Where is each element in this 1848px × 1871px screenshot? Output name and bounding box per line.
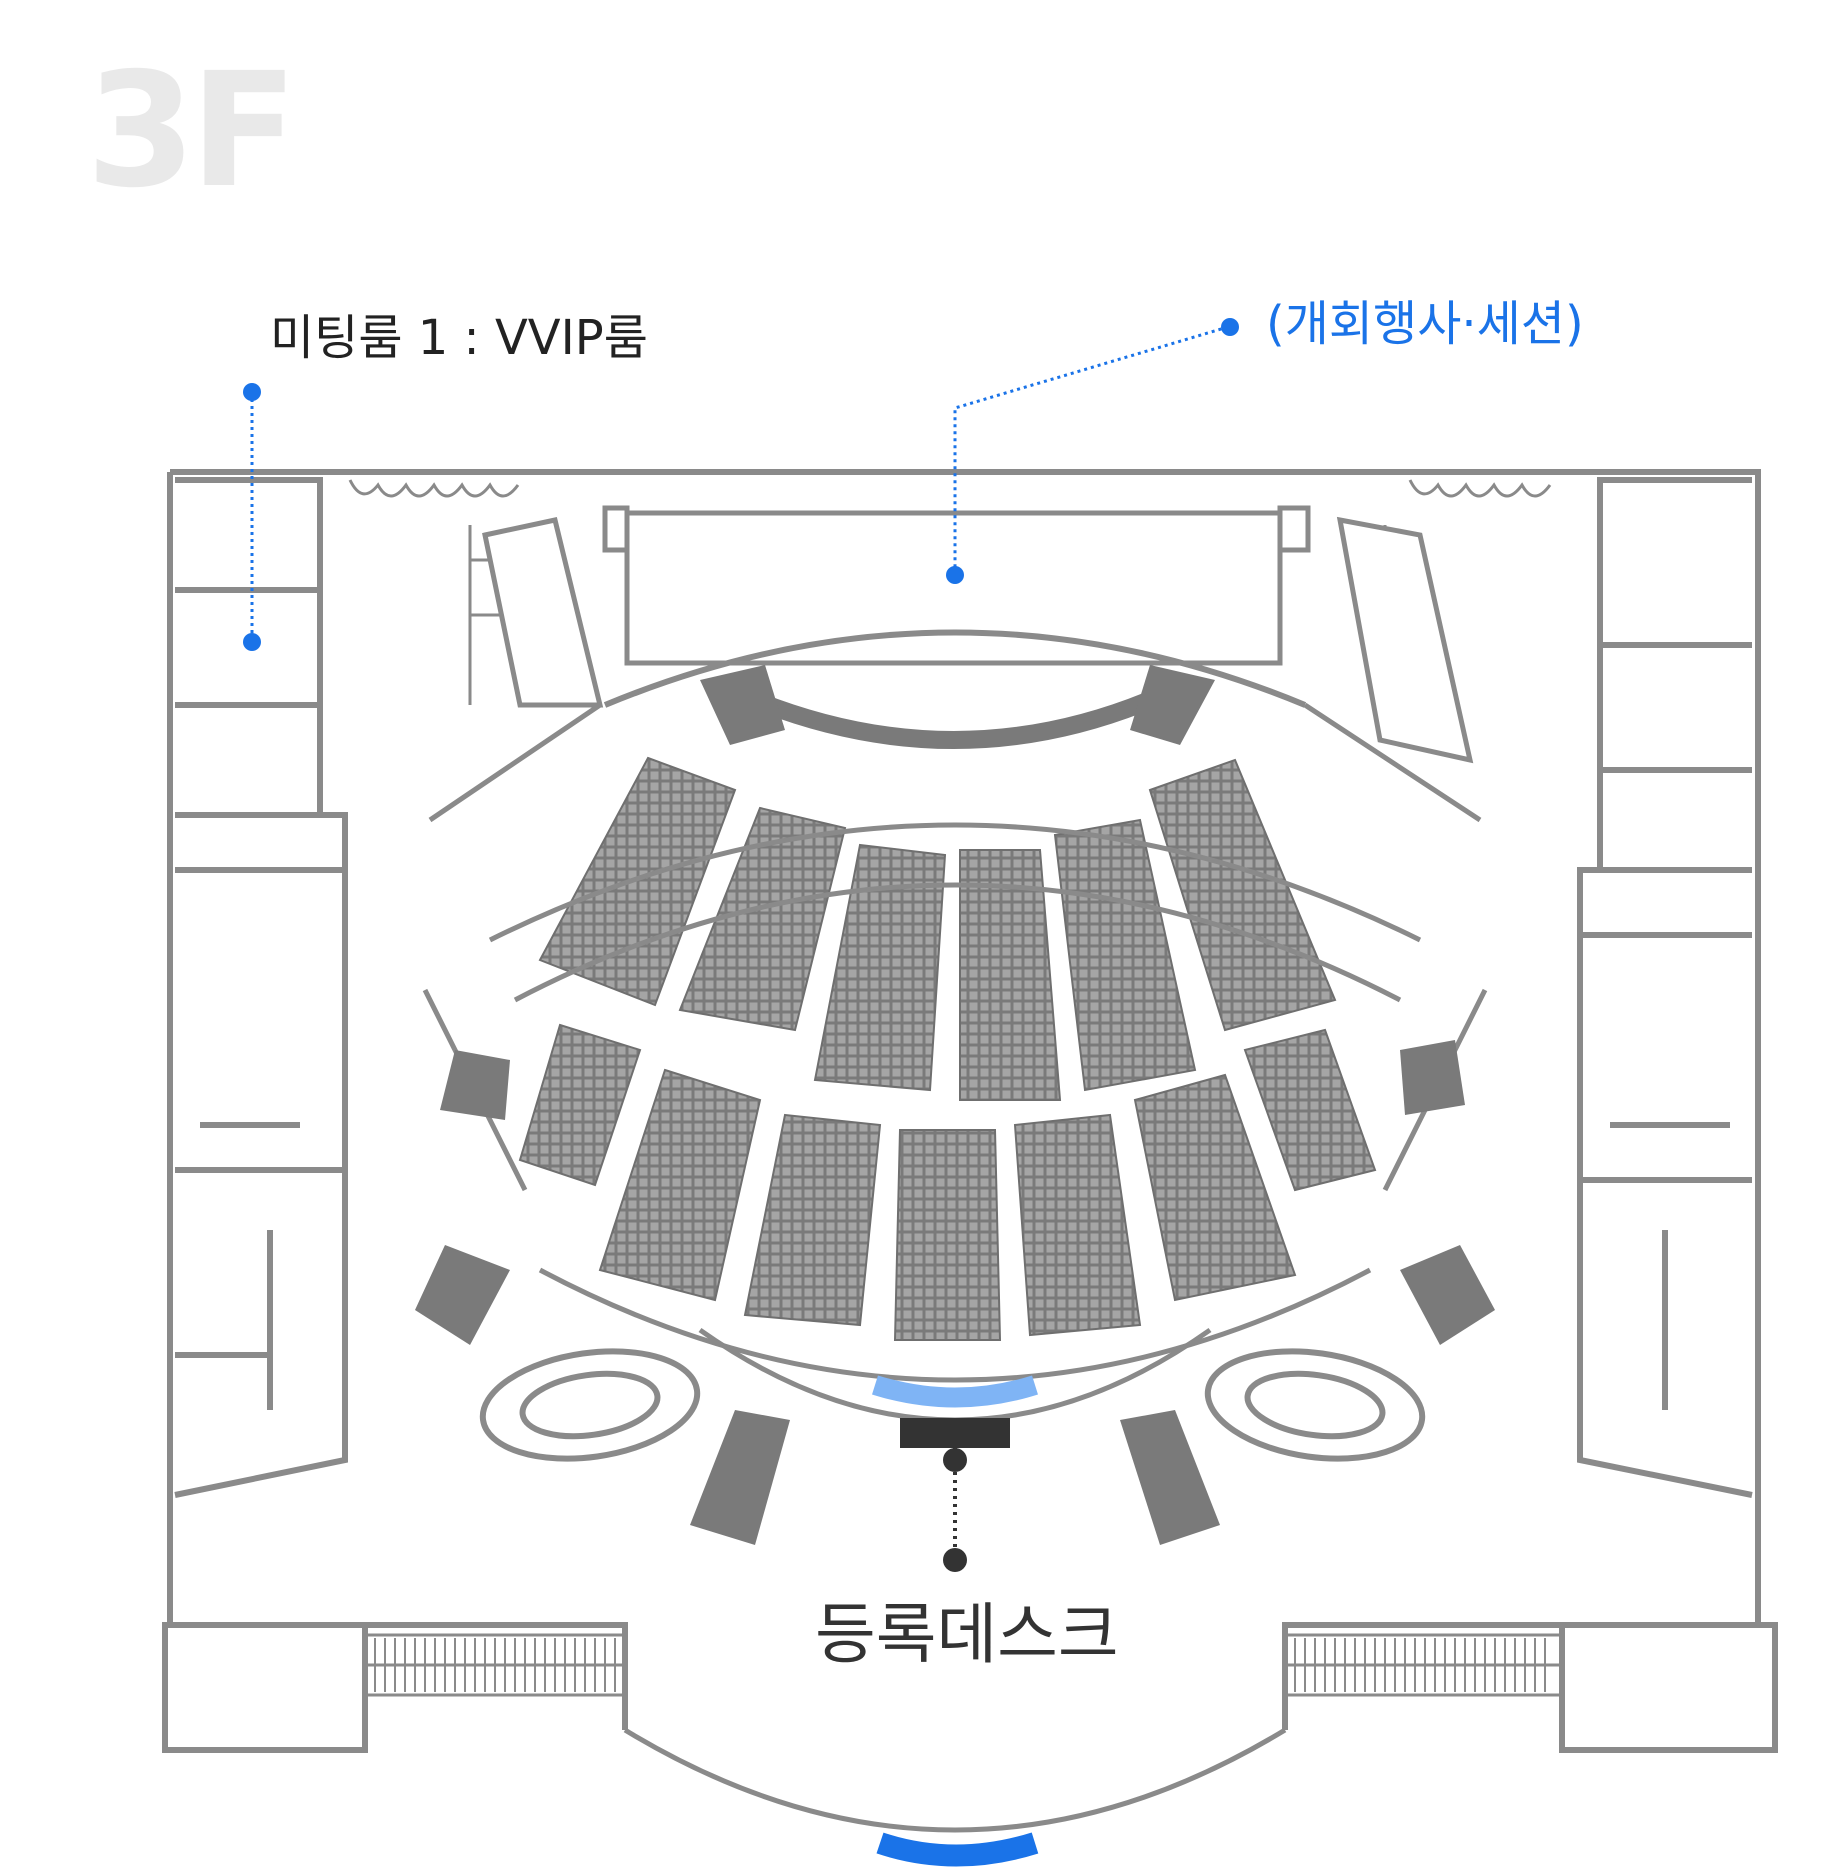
registration-highlight [872,1375,1038,1408]
side-blocks [415,1040,1495,1545]
lobby-ovals [479,1348,1426,1462]
entrance-arc [623,1727,1287,1833]
seat-block [893,1129,1002,1341]
seat-block [1148,758,1337,1032]
lower-seating [518,1023,1377,1341]
registration-desk [900,1418,1010,1448]
vvip-pin-bottom [243,633,261,651]
seat-block [959,849,1062,1101]
seat-block [1053,818,1197,1092]
main-hall-label: (개회행사·세션) [1266,296,1584,352]
main-hall-pin-top [1221,318,1239,336]
lower-arc [538,1267,1372,1383]
seat-block [743,1113,882,1327]
vvip-room-label: 미팅룸 1 : VVIP룸 [270,310,648,366]
registration-pin-bottom [943,1548,967,1572]
stage-curtain [751,691,1154,749]
seat-block [1013,1113,1142,1337]
seat-block [813,843,947,1092]
seat-block [598,1068,762,1302]
seat-block [1133,1073,1297,1302]
registration-desk-label: 등록데스크 [815,1596,1119,1673]
entrance-highlight [876,1832,1039,1867]
seat-block [518,1023,642,1187]
upper-seating [538,756,1337,1101]
stair-treads [374,1638,1546,1692]
building-walls [162,469,1778,1753]
seat-block [678,806,847,1032]
main-hall-pin-bottom [946,566,964,584]
front-stage-arc [603,629,1307,708]
registration-pin-top [943,1448,967,1472]
vvip-pin-top [243,383,261,401]
seat-block [1243,1028,1377,1192]
seat-block [538,756,737,1007]
floor-label: 3F [86,39,298,223]
mid-aisle-arc [513,882,1402,1003]
upper-aisle-arc [488,822,1422,943]
